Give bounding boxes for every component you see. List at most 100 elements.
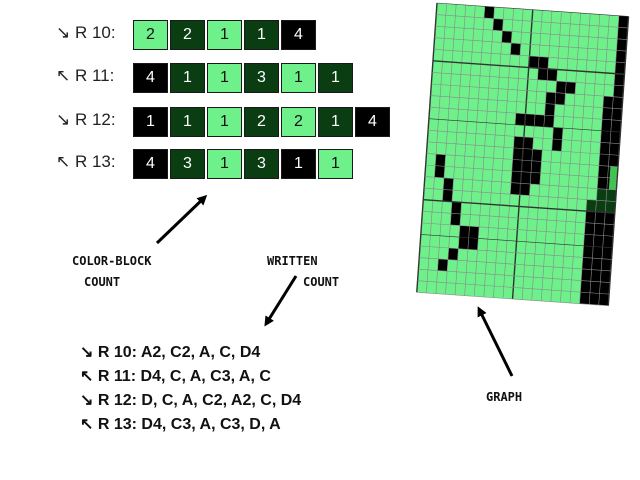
graph-stitch <box>614 73 625 86</box>
graph-grid-line <box>419 257 611 272</box>
graph-stitch <box>528 55 540 69</box>
graph-stitch <box>598 165 609 178</box>
graph-grid-line <box>560 13 581 303</box>
graph-grid-line <box>422 210 614 225</box>
graph-grid-line <box>531 11 553 301</box>
knitting-graph <box>416 2 630 306</box>
graph-grid-line <box>432 60 625 75</box>
graph-grid-line <box>425 164 618 179</box>
graph-grid-line <box>424 176 617 191</box>
color-block-r11-1: 4 <box>133 63 168 93</box>
color-block-r12-2: 1 <box>170 107 205 137</box>
graph-grid-line <box>433 48 626 63</box>
graph-stitch <box>602 107 613 120</box>
graph-grid-line <box>473 6 495 297</box>
graph-grid-line <box>428 129 620 144</box>
graph-stitch <box>598 293 610 306</box>
graph-stitch <box>579 292 590 305</box>
row-label-r10: ↘ R 10: <box>56 23 116 42</box>
color-block-r10-4: 1 <box>244 20 279 50</box>
graph-grid-line <box>421 222 614 237</box>
graph-stitch <box>600 130 611 144</box>
graph-stitch <box>467 237 479 251</box>
graph-stitch <box>602 235 614 248</box>
arrow-to-graph <box>477 306 514 377</box>
color-block-r10-3: 1 <box>207 20 242 50</box>
graph-stitch <box>595 200 607 213</box>
graph-grid-line <box>420 234 613 249</box>
graph-stitch <box>605 200 616 214</box>
graph-stitch <box>459 225 470 238</box>
graph-stitch <box>594 223 605 236</box>
graph-grid-line <box>483 7 505 298</box>
color-block-r10-2: 2 <box>170 20 205 50</box>
color-block-count-label-line2: COUNT <box>84 275 121 289</box>
graph-label: GRAPH <box>486 390 523 404</box>
color-block-r12-1: 1 <box>133 107 168 137</box>
graph-grid-line <box>607 16 630 306</box>
graph-stitch <box>437 258 448 272</box>
graph-stitch <box>586 199 597 212</box>
graph-grid-line <box>435 25 627 40</box>
graph-stitch <box>492 18 504 31</box>
graph-grid-line <box>569 13 591 304</box>
color-block-r12-4: 2 <box>244 107 279 137</box>
graph-stitch <box>530 172 541 185</box>
graph-stitch <box>590 269 602 282</box>
graph-stitch <box>513 136 524 149</box>
graph-stitch <box>613 85 624 98</box>
written-line-r13: ↖ R 13: D4, C3, A, C3, D, A <box>80 416 281 433</box>
graph-stitch <box>515 113 526 126</box>
color-block-r12-3: 1 <box>207 107 242 137</box>
graph-grid-line <box>436 14 628 29</box>
graph-stitch <box>510 182 521 195</box>
graph-stitch <box>534 114 545 127</box>
color-block-r11-3: 1 <box>207 63 242 93</box>
graph-stitch <box>598 153 610 167</box>
graph-stitch <box>589 292 600 306</box>
graph-stitch <box>602 96 614 109</box>
graph-stitch <box>591 258 602 271</box>
graph-grid-line <box>417 280 610 295</box>
row-label-r12: ↘ R 12: <box>56 110 116 129</box>
graph-stitch <box>522 148 533 161</box>
graph-stitch <box>609 143 620 156</box>
graph-stitch <box>615 50 627 63</box>
graph-stitch <box>599 142 611 155</box>
graph-grid-line <box>598 15 620 306</box>
graph-stitch <box>600 270 611 283</box>
graph-grid-line <box>423 199 615 214</box>
graph-stitch <box>596 188 607 201</box>
graph-stitch <box>447 248 459 261</box>
graph-stitch <box>582 245 594 259</box>
graph-stitch <box>545 92 556 105</box>
graph-grid-line <box>429 106 622 121</box>
graph-stitch <box>544 103 556 116</box>
row-label-r11: ↖ R 11: <box>56 66 115 85</box>
graph-stitch <box>435 154 446 167</box>
graph-stitch <box>606 189 617 202</box>
graph-stitch <box>451 201 462 214</box>
graph-stitch <box>616 38 627 52</box>
graph-stitch <box>608 154 619 167</box>
graph-stitch <box>555 81 567 94</box>
written-count-label-line1: WRITTEN <box>267 254 318 268</box>
graph-stitch <box>580 280 591 293</box>
graph-grid-line <box>418 268 610 283</box>
graph-stitch <box>543 115 555 128</box>
color-block-r12-5: 2 <box>281 107 316 137</box>
graph-stitch <box>555 92 566 105</box>
graph-stitch <box>597 177 608 190</box>
graph-stitch <box>547 68 558 82</box>
graph-stitch <box>610 119 622 133</box>
graph-stitch <box>450 213 461 226</box>
graph-stitch <box>511 159 523 172</box>
graph-grid-line <box>493 8 514 298</box>
graph-stitch <box>552 127 563 140</box>
color-block-r11-2: 1 <box>170 63 205 93</box>
graph-grid-line <box>424 187 616 202</box>
graph-grid-line <box>416 2 438 293</box>
graph-stitch <box>603 224 614 237</box>
color-block-r13-5: 1 <box>281 149 316 179</box>
